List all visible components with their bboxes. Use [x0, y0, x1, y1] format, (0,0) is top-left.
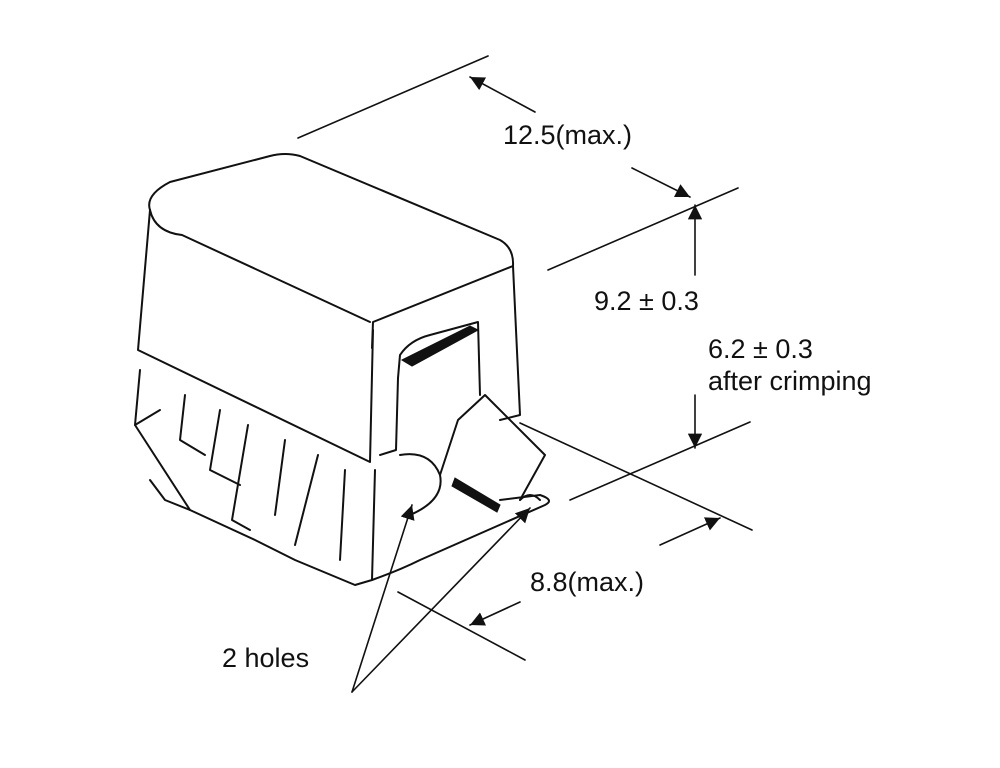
- height-total-label: 9.2 ± 0.3: [594, 286, 699, 316]
- height-dimension: [569, 204, 751, 501]
- width-dimension: [397, 422, 753, 661]
- holes-leader: [351, 504, 531, 693]
- length-dimension: [297, 55, 739, 271]
- connector-body: [134, 153, 550, 586]
- holes-label: 2 holes: [222, 643, 310, 673]
- height-crimped-label: 6.2 ± 0.3: [708, 334, 813, 364]
- crimping-note-label: after crimping: [708, 366, 872, 396]
- length-max-label: 12.5(max.): [503, 120, 633, 150]
- width-max-label: 8.8(max.): [530, 567, 645, 597]
